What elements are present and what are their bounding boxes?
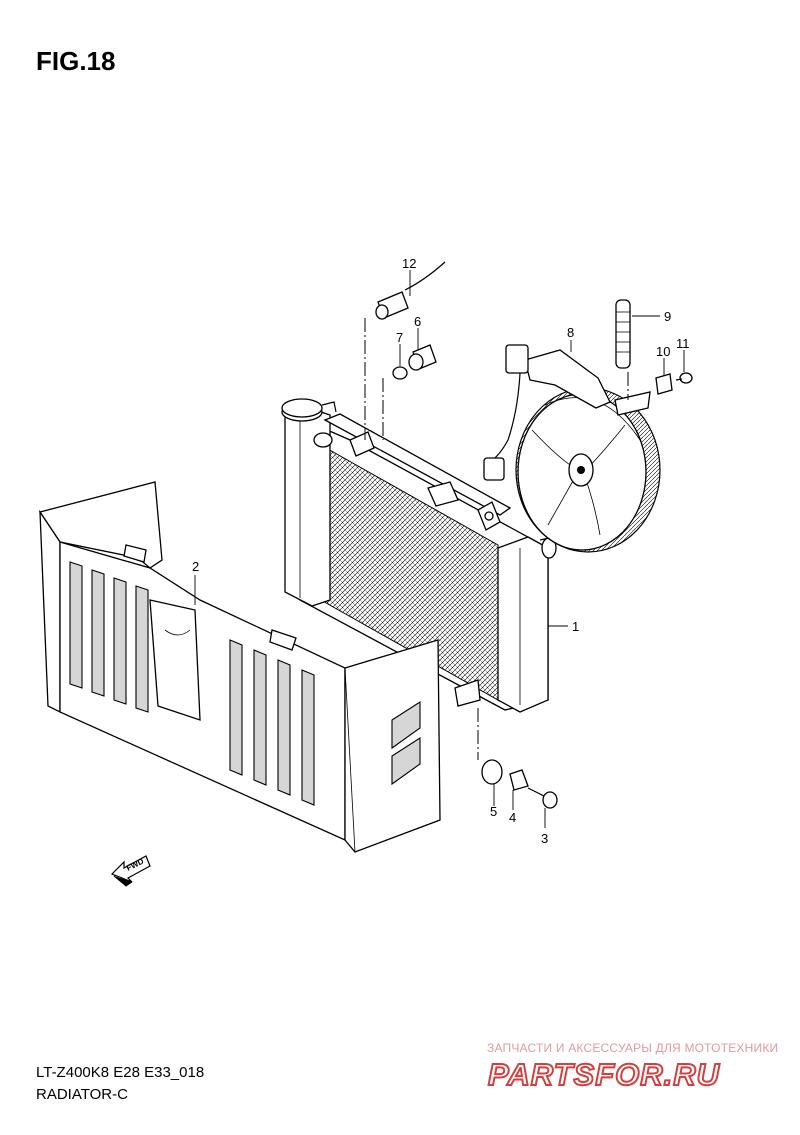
radiator-shroud (38, 481, 441, 853)
callout-4: 4 (509, 810, 516, 825)
thermo-switch (375, 261, 446, 320)
cushion (481, 759, 503, 785)
radiator-core (281, 398, 557, 713)
callout-6: 6 (414, 314, 421, 329)
callout-11: 11 (676, 336, 690, 351)
cooling-fan-assembly (483, 344, 661, 553)
callout-7: 7 (396, 330, 403, 345)
callout-8: 8 (567, 325, 574, 340)
callout-9: 9 (664, 309, 671, 324)
callout-10: 10 (656, 344, 670, 359)
callout-12: 12 (402, 256, 416, 271)
diagram-code: LT-Z400K8 E28 E33_018 (36, 1064, 205, 1081)
assembly-lines (364, 318, 629, 760)
nut-clip (655, 373, 673, 395)
bolt (527, 787, 558, 809)
diagram-name: RADIATOR-C (36, 1086, 128, 1103)
callout-2: 2 (192, 559, 199, 574)
watermark-logo: PARTSFOR.RU (487, 1056, 721, 1093)
sensor-plug (408, 344, 437, 371)
figure-title: FIG.18 (36, 46, 116, 76)
fan-mount-bolt (615, 299, 631, 369)
collar (509, 769, 529, 791)
small-screw (675, 372, 693, 384)
callout-1: 1 (572, 619, 579, 634)
callout-3: 3 (541, 831, 548, 846)
o-ring (392, 366, 408, 380)
watermark-caption: ЗАПЧАСТИ И АКСЕССУАРЫ ДЛЯ МОТОТЕХНИКИ (487, 1041, 779, 1055)
leader-lines (194, 270, 685, 828)
callout-5: 5 (490, 804, 497, 819)
fwd-arrow-icon: FWD (110, 855, 151, 887)
